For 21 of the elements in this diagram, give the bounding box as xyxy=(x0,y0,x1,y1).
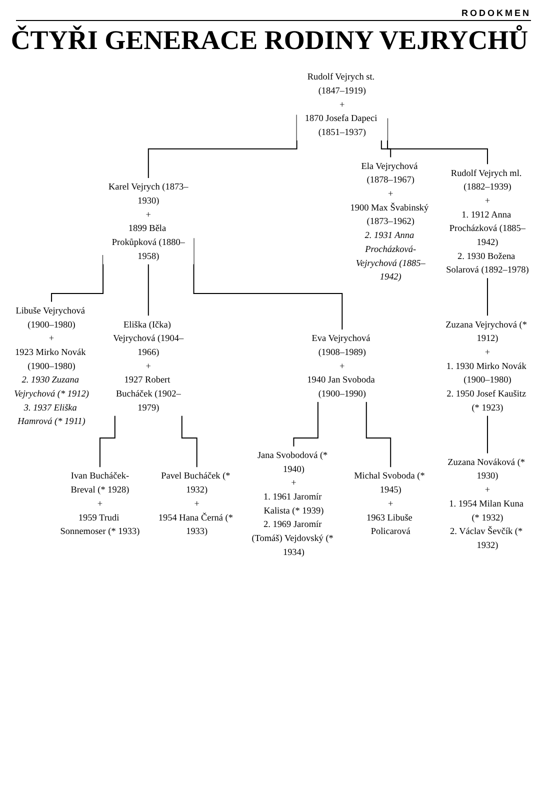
node-text: Jana Svobodová (* 1940) + 1. 1961 Jaromír Kalista (* 1939) 2. 1969 Jaromír (Tomáš) Vejdovský (* 1934) xyxy=(252,450,334,558)
title: ČTYŘI GENERACE RODINY VEJRYCHŮ xyxy=(10,25,530,56)
connector xyxy=(486,415,488,454)
connector xyxy=(99,415,116,468)
node-text: Eliška (Ička) Vejrychová (1904–1966) + 1927 Robert Bucháček (1902–1979) xyxy=(113,318,184,413)
node-text: Libuše Vejrychová (1900–1980) + 1923 Mirko Novák (1900–1980) 2. 1930 Zuzana Vejrychová (* 1912) 3. 1937 Eliška Hamrová (* 1911) xyxy=(14,304,89,426)
node-text: Ivan Bucháček-Breval (* 1928) + 1959 Trudi Sonnemoser (* 1933) xyxy=(60,470,140,536)
node-text: Rudolf Vejrych ml. (1882–1939) + 1. 1912 Anna Procházková (1885–1942) 2. 1930 Božena Solarová (1892–1978) xyxy=(446,167,529,275)
node-text: Zuzana Nováková (* 1930) + 1. 1954 Milan Kuna (* 1932) 2. Václav Ševčík (* 1932) xyxy=(448,456,526,550)
node-text: Pavel Bucháček (* 1932) + 1954 Hana Černá (* 1933) xyxy=(158,470,233,536)
connector xyxy=(293,401,318,447)
node-text: Eva Vejrychová (1908–1989) + 1940 Jan Svoboda (1900–1990) xyxy=(307,332,375,399)
section-header: RODOKMEN xyxy=(462,8,531,18)
connector xyxy=(486,278,488,316)
node-text: Zuzana Vejrychová (* 1912) + 1. 1930 Mirko Novák (1900–1980) 2. 1950 Josef Kaušitz (* 1923) xyxy=(446,318,527,413)
connector xyxy=(148,264,149,316)
connector xyxy=(380,140,392,158)
connector xyxy=(366,401,392,468)
connector xyxy=(181,415,198,468)
node-text: Ela Vejrychová (1878–1967) + 1900 Max Švabinský (1873–1962) 2. 1931 Anna Procházková-Vejrychová (1885–1942) xyxy=(350,160,429,282)
node-text: Michal Svoboda (* 1945) + 1963 Libuše Policarová xyxy=(354,470,425,536)
